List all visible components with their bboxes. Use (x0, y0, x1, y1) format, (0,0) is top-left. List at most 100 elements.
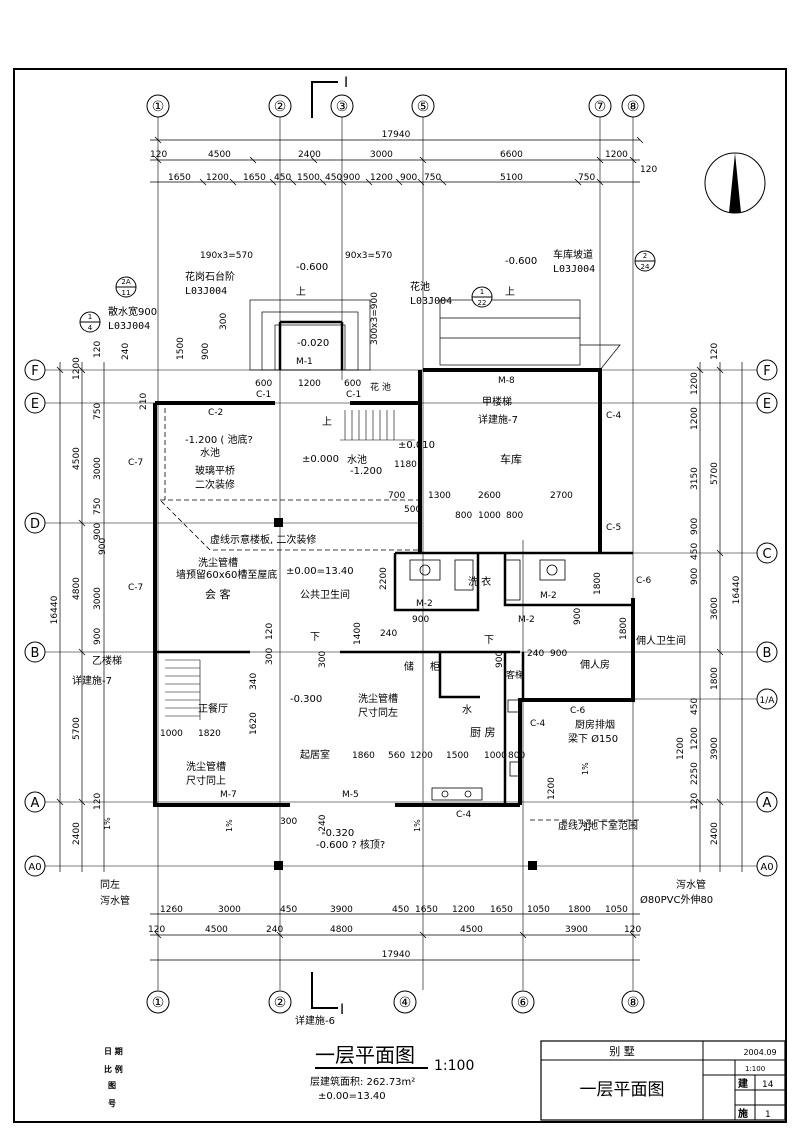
label-window-c4c: C-4 (456, 810, 472, 820)
label-downpipe-right: 泻水管 (676, 878, 706, 891)
row-label-A0-left: A0 (28, 862, 41, 873)
label-door-m2c: M-2 (518, 615, 535, 625)
svg-text:6600: 6600 (500, 150, 523, 160)
label-door-m2b: M-2 (540, 591, 557, 601)
row-label-F-right: F (763, 364, 770, 379)
svg-text:4500: 4500 (460, 925, 483, 935)
label-slope-4: 1% (583, 819, 592, 832)
label-sink: 水 (462, 704, 472, 716)
axis-label-top-3: ③ (336, 99, 349, 115)
label-garage-ramp: 车库坡道 (553, 248, 593, 261)
label-dust-slot2-note: 尺寸同左 (358, 706, 398, 719)
svg-text:5700: 5700 (72, 717, 82, 740)
label-window-c2: C-2 (208, 408, 223, 418)
svg-text:240: 240 (380, 629, 397, 639)
axis-label-bottom-8: ⑧ (627, 995, 640, 1011)
label-up-2: 上 (505, 286, 515, 298)
label-maid-wc: 佣人卫生间 (636, 634, 686, 647)
svg-text:16440: 16440 (50, 595, 60, 624)
label-pool2: 水池 (347, 453, 367, 466)
svg-text:1000: 1000 (484, 751, 507, 761)
ref-ramp-top: 2 (643, 252, 647, 260)
svg-text:700: 700 (388, 491, 405, 501)
row-label-B-right: B (763, 646, 772, 661)
svg-text:750: 750 (93, 498, 103, 515)
title-block: 别 墅 2004.09 一层平面图 1:100 建 14 施 1 (540, 1040, 786, 1121)
side-notes: 日 期 比 例 图 号 (104, 1046, 123, 1108)
svg-text:4500: 4500 (72, 447, 82, 470)
ref-planter-bottom: 22 (478, 299, 487, 307)
fixtures (409, 559, 566, 801)
svg-text:560: 560 (388, 751, 405, 761)
svg-text:900: 900 (400, 173, 417, 183)
svg-text:1260: 1260 (160, 905, 183, 915)
svg-text:5100: 5100 (500, 173, 523, 183)
axis-label-top-7: ⑦ (594, 99, 607, 115)
svg-text:90x3=570: 90x3=570 (345, 251, 392, 261)
svg-text:240: 240 (266, 925, 283, 935)
row-label-D-left: D (30, 517, 40, 532)
svg-text:1000: 1000 (478, 511, 501, 521)
label-flower-step-code: L03J004 (185, 286, 227, 297)
drawing-title: 一层平面图 1:100 层建筑面积: 262.73m² ±0.00=13.40 (310, 1043, 474, 1102)
label-void-note: 虚线示意楼板, 二次装修 (210, 533, 316, 546)
svg-text:1620: 1620 (249, 712, 259, 735)
north-arrow-icon (704, 152, 766, 214)
label-basement-note: 虚线为地下室范围 (558, 819, 638, 832)
row-label-A-left: A (31, 796, 40, 811)
svg-text:750: 750 (578, 173, 595, 183)
svg-text:号: 号 (108, 1099, 116, 1108)
svg-text:3900: 3900 (330, 905, 353, 915)
label-pool-note: -1.200 ( 池底? (185, 433, 253, 446)
label-same-left: 同左 (100, 878, 120, 891)
svg-text:900: 900 (412, 615, 429, 625)
dimension-text-inner: 190x3=570 90x3=570 1500 900 300 600 1200… (98, 251, 686, 835)
label-elev-top-left: -0.600 (296, 262, 328, 273)
label-elev-0010: ±0.010 (398, 440, 435, 451)
svg-text:1800: 1800 (568, 905, 591, 915)
detail-refs: 2A 11 1 4 1 22 2 24 (79, 250, 656, 333)
svg-text:1200: 1200 (605, 150, 628, 160)
dim-overall-top: 17940 (382, 130, 411, 140)
garage-ramp (439, 299, 621, 371)
svg-text:1650: 1650 (490, 905, 513, 915)
svg-text:日 期: 日 期 (104, 1046, 123, 1056)
svg-text:900: 900 (690, 568, 700, 585)
label-window-c6a: C-6 (636, 576, 652, 586)
svg-text:450: 450 (274, 173, 291, 183)
svg-text:4800: 4800 (72, 577, 82, 600)
label-stair-a-ref: 详建施-7 (478, 413, 518, 426)
svg-text:3000: 3000 (370, 150, 393, 160)
dimension-lines (59, 139, 743, 961)
svg-text:900: 900 (495, 651, 505, 668)
label-elev-n300: -0.300 (290, 694, 322, 705)
label-dining: 正餐厅 (198, 702, 228, 715)
svg-text:750: 750 (424, 173, 441, 183)
axis-bubbles-top: ① ② ③ ⑤ ⑦ ⑧ (146, 94, 645, 118)
svg-text:1400: 1400 (353, 622, 363, 645)
svg-text:190x3=570: 190x3=570 (200, 251, 253, 261)
label-door-m2a: M-2 (416, 599, 433, 609)
svg-text:1200: 1200 (370, 173, 393, 183)
svg-text:120: 120 (265, 623, 275, 640)
svg-text:图: 图 (108, 1081, 116, 1090)
label-apron-code: L03J004 (108, 321, 150, 332)
label-flower-pool: 花 池 (370, 381, 391, 393)
ref-ramp-bottom: 24 (641, 263, 650, 271)
label-dust-slot-note: 墙预留60x60槽至屋底 (176, 568, 277, 581)
label-apron: 散水宽900 (108, 305, 157, 318)
ref-flower-step-bottom: 11 (122, 289, 131, 297)
row-label-E-left: E (31, 397, 39, 412)
axis-label-bottom-6: ⑥ (517, 995, 530, 1011)
svg-text:900: 900 (98, 538, 108, 555)
label-pantry: 储 (404, 660, 414, 673)
label-window-c6b: C-6 (570, 706, 586, 716)
axis-label-top-8: ⑧ (627, 99, 640, 115)
svg-text:500: 500 (404, 505, 421, 515)
label-dust-slot: 洗尘管槽 (198, 556, 238, 569)
svg-text:300x3=900: 300x3=900 (370, 292, 380, 345)
label-door-m1: M-1 (296, 357, 313, 367)
svg-text:2600: 2600 (478, 491, 501, 501)
label-living-room: 会 客 (205, 587, 231, 601)
axis-label-top-5: ⑤ (417, 99, 430, 115)
